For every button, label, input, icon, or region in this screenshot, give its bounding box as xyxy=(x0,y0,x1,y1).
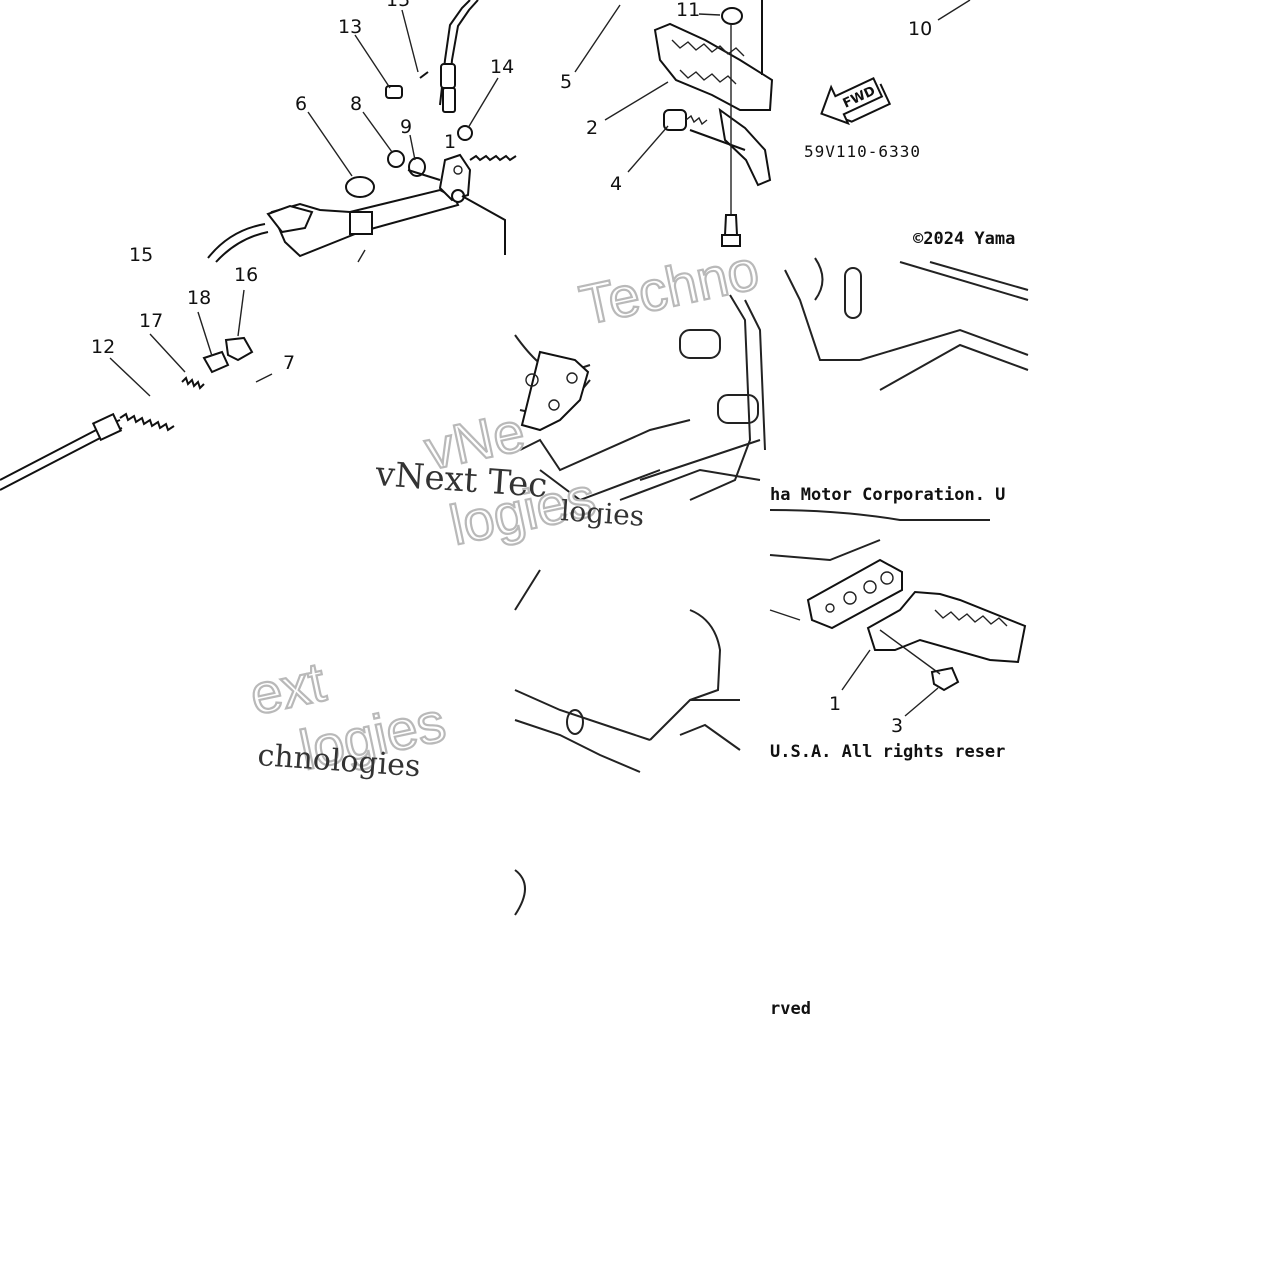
callout-10: 10 xyxy=(908,18,932,40)
callout-14: 14 xyxy=(490,56,514,78)
callout-11: 11 xyxy=(676,0,700,21)
forward-arrow-icon xyxy=(820,77,892,126)
copyright-notice: ©2024 Yama ha Motor Corporation. U U.S.A… xyxy=(770,229,1015,1019)
callout-6: 6 xyxy=(295,93,307,115)
copyright-line: ©2024 Yama xyxy=(913,229,1015,249)
callout-8: 8 xyxy=(350,93,362,115)
watermark: Techno vNe logies vNext Tec logies ext l… xyxy=(243,236,765,784)
callout-16: 16 xyxy=(234,264,258,286)
copyright-line: rved xyxy=(770,999,811,1019)
callout-1: 1 xyxy=(444,131,456,153)
frame-sketch xyxy=(514,257,1029,916)
callout-12: 12 xyxy=(91,336,115,358)
callout-9: 9 xyxy=(400,116,412,138)
watermark-text: Techno xyxy=(574,238,764,337)
part-number: 59V110-6330 xyxy=(804,142,921,161)
brake-pedal-assembly xyxy=(207,0,517,263)
callout-18: 18 xyxy=(187,287,211,309)
callout-3: 3 xyxy=(891,715,903,737)
callout-15: 15 xyxy=(386,0,410,11)
copyright-line: ha Motor Corporation. U xyxy=(770,485,1005,505)
watermark-text: logies xyxy=(560,494,646,533)
callout-15: 15 xyxy=(129,244,153,266)
callout-1: 1 xyxy=(829,693,841,715)
copyright-line: U.S.A. All rights reser xyxy=(770,742,1005,762)
callout-4: 4 xyxy=(610,173,622,195)
footrest-right-assembly xyxy=(574,0,971,247)
callout-5: 5 xyxy=(560,71,572,93)
callout-17: 17 xyxy=(139,310,163,332)
callout-2: 2 xyxy=(586,117,598,139)
callout-13: 13 xyxy=(338,16,362,38)
callout-labels: 15 13 14 6 8 9 1 15 16 18 17 12 7 11 5 2… xyxy=(91,0,932,737)
cable-assembly xyxy=(0,289,273,491)
callout-7: 7 xyxy=(283,352,295,374)
